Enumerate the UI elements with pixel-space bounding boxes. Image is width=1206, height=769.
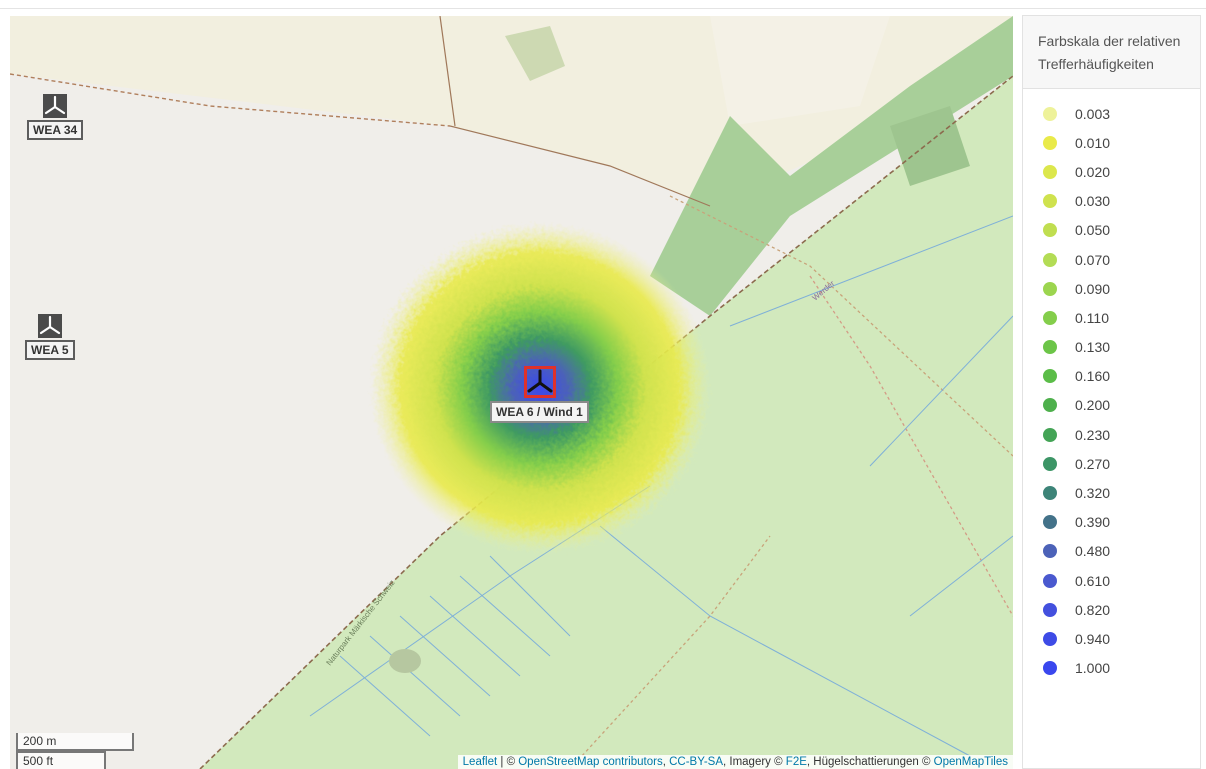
legend-value: 0.230 [1075,426,1111,443]
legend-value: 0.030 [1075,193,1111,210]
top-divider [0,8,1206,9]
map-tiles: Werder Naturpark Märkische Schweiz [10,16,1013,769]
target-turbine-marker[interactable] [524,366,556,398]
legend-item: 0.003 [1023,99,1200,128]
legend-value: 0.940 [1075,630,1111,647]
legend-value: 0.610 [1075,572,1111,589]
legend-color-dot [1043,164,1057,179]
legend-title: Farbskala der relativen Trefferhäufigkei… [1023,16,1200,89]
osm-link[interactable]: OpenStreetMap contributors [518,756,663,768]
legend-color-dot [1043,281,1057,296]
leaflet-link[interactable]: Leaflet [462,756,498,768]
legend-value: 0.200 [1075,397,1111,414]
legend-color-dot [1043,398,1057,413]
legend-item: 0.200 [1023,391,1200,420]
legend-color-dot [1043,194,1057,209]
legend-color-dot [1043,427,1057,442]
legend-color-dot [1043,486,1057,501]
map-view[interactable]: Werder Naturpark Märkische Schweiz WEA 3… [10,16,1013,769]
legend-value: 0.390 [1075,514,1111,531]
scale-imperial: 500 ft [16,751,106,769]
legend-value: 0.820 [1075,601,1111,618]
legend-value: 0.070 [1075,251,1111,268]
legend-color-dot [1043,310,1057,325]
legend-value: 0.090 [1075,280,1111,297]
legend-item: 0.610 [1023,566,1200,595]
legend-color-dot [1043,544,1057,559]
legend-item: 0.110 [1023,303,1200,332]
map-attribution: Leaflet | © OpenStreetMap contributors, … [457,755,1013,769]
legend-item: 0.030 [1023,187,1200,216]
legend-item: 0.010 [1023,128,1200,157]
legend-item: 0.940 [1023,624,1200,653]
legend-item: 0.270 [1023,449,1200,478]
legend-value: 0.270 [1075,455,1111,472]
wea-marker-34[interactable]: WEA 34 [27,94,84,140]
legend-item: 0.130 [1023,333,1200,362]
legend-color-dot [1043,661,1057,676]
wea-label: WEA 5 [25,340,75,360]
legend-color-dot [1043,340,1057,355]
legend-item: 0.230 [1023,420,1200,449]
legend-color-dot [1043,106,1057,121]
legend-color-dot [1043,631,1057,646]
legend-color-dot [1043,223,1057,238]
legend-value: 0.020 [1075,163,1111,180]
wind-turbine-icon [37,314,62,338]
legend-value: 0.010 [1075,134,1111,151]
legend-item: 0.090 [1023,274,1200,303]
legend-value: 0.480 [1075,543,1111,560]
scale-control: 200 m 500 ft [16,733,134,769]
legend-item: 0.160 [1023,362,1200,391]
legend-list: 0.003 0.010 0.020 0.030 0.050 0.070 0.090 0.110… [1023,89,1200,683]
legend-item: 1.000 [1023,654,1200,683]
legend-value: 0.130 [1075,339,1111,356]
legend-color-dot [1043,573,1057,588]
legend-value: 0.003 [1075,105,1111,122]
legend-color-dot [1043,456,1057,471]
legend-color-dot [1043,515,1057,530]
legend-value: 0.110 [1075,309,1109,326]
legend-item: 0.820 [1023,595,1200,624]
legend-value: 0.160 [1075,368,1111,385]
legend-value: 0.320 [1075,485,1111,502]
legend-color-dot [1043,135,1057,150]
f2e-link[interactable]: F2E [785,756,807,768]
legend-color-dot [1043,252,1057,267]
legend-item: 0.070 [1023,245,1200,274]
target-label: WEA 6 / Wind 1 [490,401,589,423]
legend-item: 0.390 [1023,508,1200,537]
legend-value: 0.050 [1075,222,1111,239]
legend-item: 0.020 [1023,157,1200,186]
license-link[interactable]: CC-BY-SA [669,756,723,768]
wea-marker-5[interactable]: WEA 5 [25,314,75,360]
legend-item: 0.480 [1023,537,1200,566]
wea-label: WEA 34 [27,120,84,140]
legend-color-dot [1043,602,1057,617]
legend-item: 0.050 [1023,216,1200,245]
wind-turbine-icon [43,94,68,118]
scale-metric: 200 m [16,733,134,751]
legend-value: 1.000 [1075,660,1111,677]
legend-item: 0.320 [1023,478,1200,507]
legend-color-dot [1043,369,1057,384]
color-scale-legend: Farbskala der relativen Trefferhäufigkei… [1022,15,1201,769]
wind-turbine-icon [524,366,556,398]
openmaptiles-link[interactable]: OpenMapTiles [933,756,1008,768]
